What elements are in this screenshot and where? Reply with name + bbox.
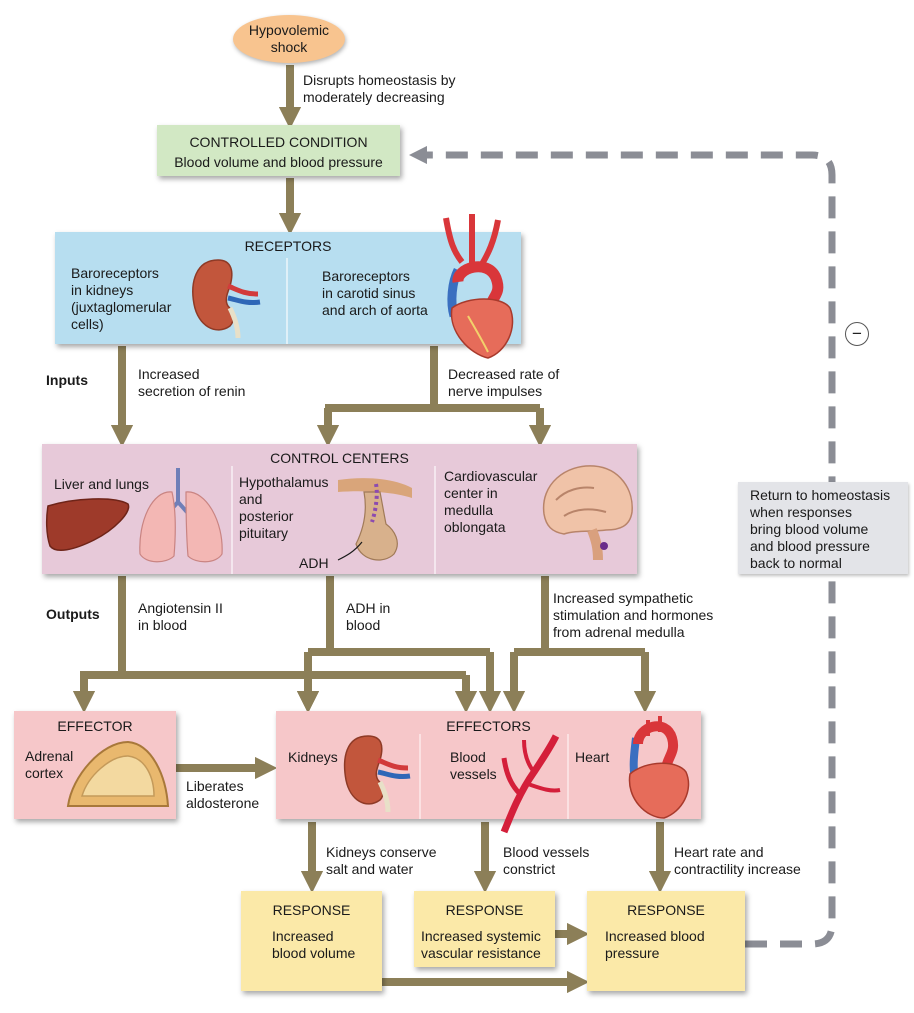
adrenal-effector-title: EFFECTOR — [57, 718, 133, 734]
response-box-pressure — [587, 891, 745, 991]
adh-blood-text: ADH in blood — [346, 600, 391, 633]
vessels-effect-text: Blood vessels constrict — [503, 844, 590, 877]
receptors-right-text: Baroreceptors in carotid sinus and arch … — [322, 268, 428, 318]
disrupt-text: Disrupts homeostasis by moderately decre… — [303, 72, 456, 105]
cardiovascular-center-text: Cardiovascular center in medulla oblonga… — [444, 468, 538, 535]
heart-aorta-image — [443, 213, 514, 359]
pituitary-image — [337, 478, 412, 561]
line-angio — [80, 576, 466, 679]
receptors-title: RECEPTORS — [244, 238, 332, 254]
effectors-title: EFFECTORS — [446, 718, 531, 734]
heart-effector-image — [628, 716, 690, 819]
feedback-box — [738, 482, 908, 574]
response-text-volume: Increased blood volume — [272, 928, 356, 961]
adh-label: ADH — [299, 555, 329, 571]
effectors-divider-2 — [567, 734, 569, 819]
line-adh — [308, 576, 490, 656]
liver-image — [45, 498, 130, 552]
response-title-resistance: RESPONSE — [445, 902, 524, 918]
kidney-receptor-image — [192, 259, 261, 339]
renin-text: Increased secretion of renin — [138, 366, 246, 399]
adrenal-cortex-text: Adrenal cortex — [25, 748, 74, 781]
adrenal-cortex-image — [66, 740, 170, 807]
control-centers-title: CONTROL CENTERS — [270, 450, 409, 466]
control-divider-1 — [231, 466, 233, 574]
controlled-condition-text: Blood volume and blood pressure — [174, 154, 383, 170]
feedback-text: Return to homeostasis when responses bri… — [750, 487, 891, 571]
effector-heart-text: Heart — [575, 749, 610, 765]
liberates-text: Liberates aldosterone — [186, 778, 260, 811]
lungs-image — [139, 468, 223, 563]
effector-vessels-text: Blood vessels — [450, 749, 497, 782]
angiotensin-text: Angiotensin II in blood — [138, 600, 223, 633]
response-text-pressure: Increased blood pressure — [605, 928, 705, 961]
flow-arrows — [72, 65, 672, 994]
line-symp — [514, 576, 645, 656]
kidney-effector-image — [343, 735, 411, 813]
hypovolemic-shock-oval — [233, 15, 345, 63]
outputs-label: Outputs — [46, 606, 100, 622]
heart-effect-text: Heart rate and contractility increase — [674, 844, 801, 877]
hypothalamus-text: Hypothalamus and posterior pituitary — [239, 474, 329, 541]
response-box-resistance — [414, 891, 555, 967]
kidneys-effect-text: Kidneys conserve salt and water — [326, 844, 437, 877]
receptors-box — [55, 232, 521, 344]
sympathetic-text: Increased sympathetic stimulation and ho… — [553, 590, 714, 640]
effectors-divider-1 — [419, 734, 421, 819]
controlled-condition-box — [157, 125, 400, 176]
negative-feedback-symbol: − — [852, 324, 862, 343]
liver-lungs-text: Liver and lungs — [54, 476, 149, 492]
inputs-label: Inputs — [46, 372, 88, 388]
response-title-pressure: RESPONSE — [627, 902, 705, 918]
blood-vessel-image — [500, 734, 561, 834]
control-divider-2 — [434, 466, 436, 574]
hypovolemic-shock-label: Hypovolemic shock — [248, 22, 330, 55]
effector-kidneys-text: Kidneys — [288, 749, 338, 765]
line-nerve-trunk — [325, 346, 540, 412]
response-title-volume: RESPONSE — [272, 902, 351, 918]
controlled-condition-title: CONTROLLED CONDITION — [189, 134, 368, 150]
response-box-volume — [241, 891, 382, 991]
negative-feedback-sign: − — [845, 322, 869, 346]
nerve-text: Decreased rate of nerve impulses — [448, 366, 560, 399]
receptors-divider — [286, 258, 288, 344]
brain-image — [542, 465, 633, 561]
response-text-resistance: Increased systemic vascular resistance — [421, 928, 541, 961]
receptors-left-text: Baroreceptors in kidneys (juxtaglomerula… — [71, 265, 172, 332]
